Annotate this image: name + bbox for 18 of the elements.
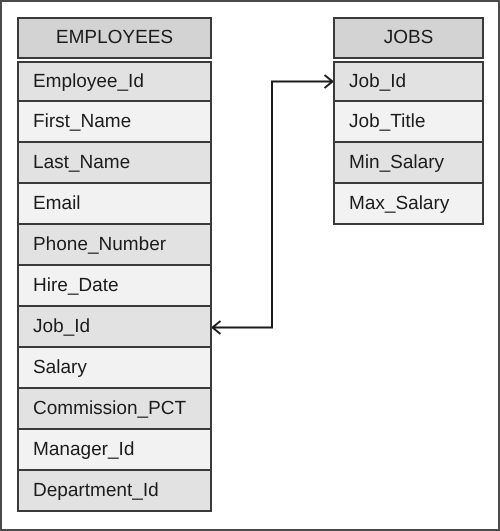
connector-arrow: [212, 74, 334, 335]
field-row: Job_Id: [17, 307, 212, 348]
table-header: JOBS: [333, 17, 484, 59]
field-row: Salary: [17, 348, 212, 389]
field-row: Last_Name: [17, 143, 212, 184]
field-row: Hire_Date: [17, 266, 212, 307]
field-row: First_Name: [17, 102, 212, 143]
table-header: EMPLOYEES: [17, 17, 212, 59]
field-row: Commission_PCT: [17, 389, 212, 430]
field-row: Manager_Id: [17, 430, 212, 471]
field-row: Department_Id: [17, 471, 212, 512]
field-row: Min_Salary: [333, 143, 484, 184]
field-row: Job_Id: [333, 61, 484, 102]
field-row: Email: [17, 184, 212, 225]
field-row: Max_Salary: [333, 184, 484, 225]
field-row: Job_Title: [333, 102, 484, 143]
field-row: Phone_Number: [17, 225, 212, 266]
field-row: Employee_Id: [17, 61, 212, 102]
